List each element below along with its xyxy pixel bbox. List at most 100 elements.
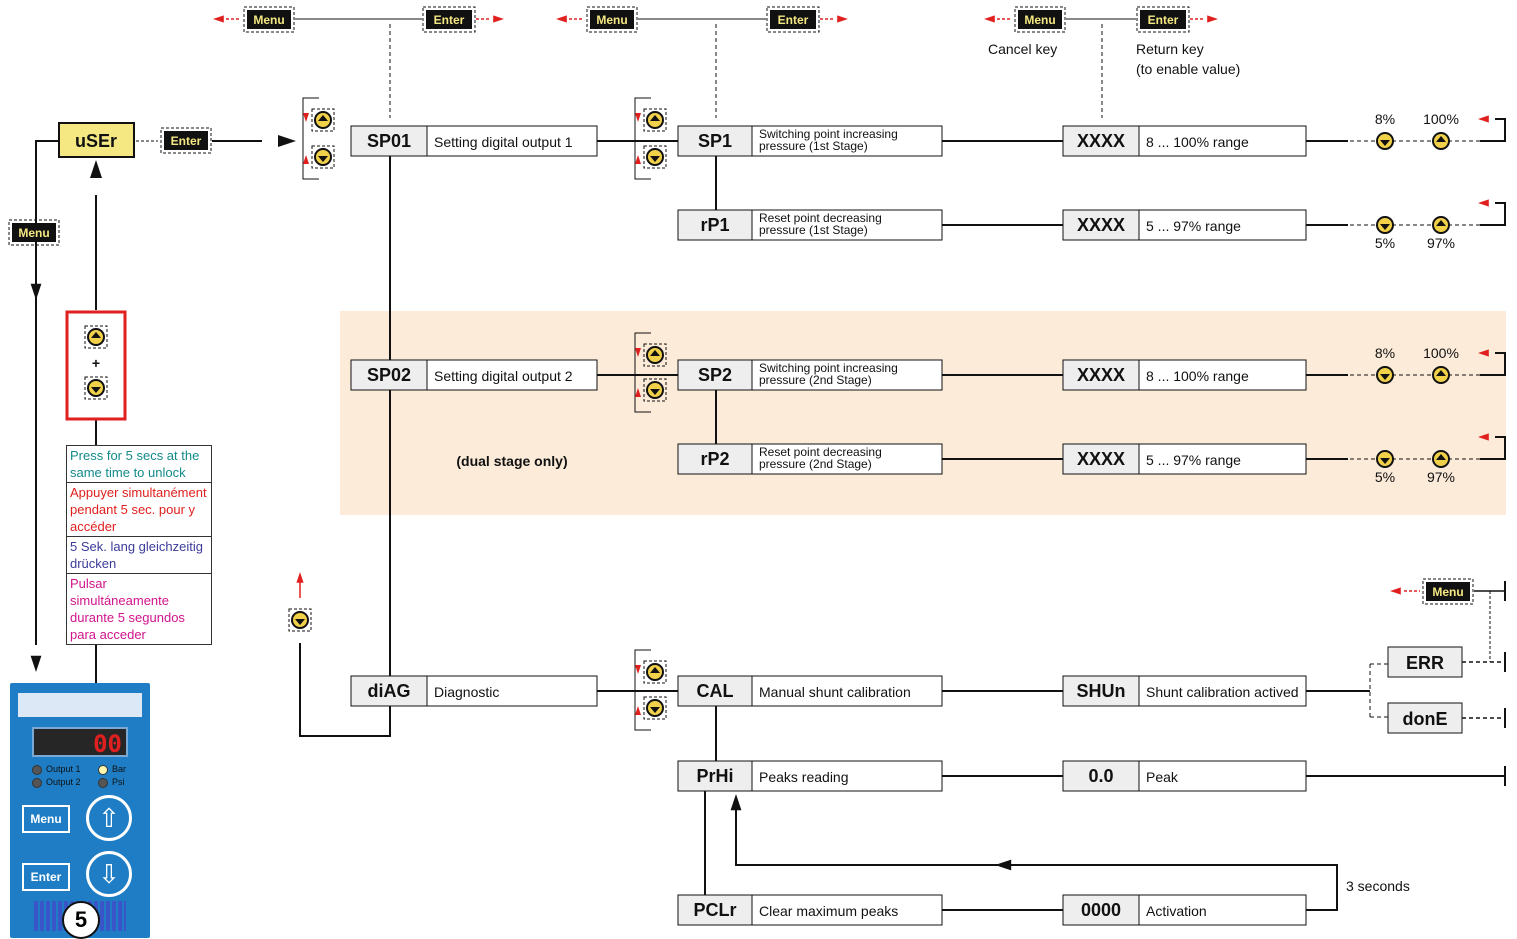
param3-nav-down-button-frame — [643, 696, 667, 720]
range-min-3: 5% — [1375, 469, 1395, 485]
range-return-3 — [1480, 436, 1506, 460]
combo-up-button-frame — [84, 325, 108, 349]
param3-nav-red-arrow-down — [635, 665, 641, 674]
output-sp02-code: SP02 — [367, 365, 411, 385]
user-enter-key-frame — [160, 127, 212, 154]
top-enter-key-1-label: Enter — [778, 13, 809, 27]
param-prhi-label: Peaks reading — [759, 769, 849, 785]
top-menu-key-2-frame — [1014, 6, 1066, 33]
panel-number: 5 — [62, 901, 100, 939]
unlock-text-fr: Appuyer simultanément pendant 5 sec. pou… — [67, 482, 211, 536]
combo-up-button-up-arrow-icon — [91, 332, 101, 338]
range-down-2-down-arrow-icon — [1380, 374, 1390, 380]
range-up-1-up-arrow-icon — [1436, 220, 1446, 226]
range-down-0-down-arrow-icon — [1380, 140, 1390, 146]
range-down-1-down-arrow-icon — [1380, 224, 1390, 230]
combo-down-button-down-arrow-icon — [91, 387, 101, 393]
combo-plus: + — [92, 355, 100, 371]
out1-nav-up-button-frame — [311, 108, 335, 132]
dual-stage-note: (dual stage only) — [456, 453, 567, 469]
done-box — [1387, 702, 1463, 734]
output-diag-code: diAG — [368, 681, 411, 701]
param-rp2-label-line1: Reset point decreasing — [759, 445, 882, 459]
panel-down-button[interactable]: ⇩ — [86, 851, 132, 897]
output1-led — [32, 765, 42, 775]
param1-nav-up-button-up-arrow-icon — [650, 115, 660, 121]
param-rp1-code: rP1 — [700, 215, 729, 235]
range-return-2 — [1480, 352, 1506, 376]
output-sp02-label: Setting digital output 2 — [434, 368, 573, 384]
bar-label: Bar — [112, 764, 127, 774]
top-enter-key-0-label: Enter — [434, 13, 465, 27]
three-sec-loop — [735, 800, 1338, 911]
value-3-code-box — [1062, 443, 1140, 475]
top-enter-arrow-2 — [1207, 15, 1218, 23]
cancel-key-legend: Cancel key — [988, 41, 1057, 57]
range-return-1 — [1480, 202, 1506, 226]
panel-menu-button[interactable]: Menu — [22, 805, 70, 833]
param-sp1-code-box — [677, 125, 753, 157]
output-diag-label: Diagnostic — [434, 684, 499, 700]
output-sp01-code: SP01 — [367, 131, 411, 151]
output2-label: Output 2 — [46, 777, 81, 787]
value-3-label: 5 ... 97% range — [1146, 452, 1241, 468]
value-5-code-box — [1062, 760, 1140, 792]
bar-led — [98, 765, 108, 775]
top-menu-key-0-label: Menu — [253, 13, 284, 27]
value-6-code-box — [1062, 894, 1140, 926]
side-menu-key-frame — [8, 219, 60, 246]
top-menu-key-0 — [247, 10, 291, 29]
range-return-arrow-0 — [1478, 115, 1489, 123]
param-prhi-label-box — [751, 760, 943, 792]
output-sp02-code-box — [350, 359, 428, 391]
top-menu-key-1-frame — [586, 6, 638, 33]
param2-nav-bracket — [634, 332, 651, 413]
segment-display: 00 — [32, 727, 128, 758]
out1-nav-red-arrow-up — [303, 155, 309, 164]
output-sp01-label: Setting digital output 1 — [434, 134, 573, 150]
output-sp01-code-box — [350, 125, 428, 157]
range-min-0: 8% — [1375, 111, 1395, 127]
panel-up-button[interactable]: ⇧ — [86, 795, 132, 841]
out1-nav-down-button-down-arrow-icon — [318, 156, 328, 162]
output-sp02-label-box — [426, 359, 598, 391]
return-key-legend-2: (to enable value) — [1136, 61, 1240, 77]
param-cal-code-box — [677, 675, 753, 707]
output2-led — [32, 778, 42, 788]
param-sp2-label-box — [751, 359, 943, 391]
panel-arrow — [30, 655, 42, 672]
user-flow-arrow — [278, 135, 296, 147]
unlock-instructions: Press for 5 secs at the same time to unl… — [66, 445, 212, 645]
dual-stage-band — [340, 311, 1506, 515]
diag-menu-key-frame — [1422, 578, 1474, 605]
value-1-label-box — [1138, 209, 1307, 241]
diag-menu-arrow — [1390, 587, 1401, 595]
psi-label: Psi — [112, 777, 125, 787]
param-sp2-label-line1: Switching point increasing — [759, 361, 898, 375]
param1-nav-down-button-down-arrow-icon — [650, 156, 660, 162]
value-5-code: 0.0 — [1088, 766, 1113, 786]
top-menu-key-2 — [1018, 10, 1062, 29]
param3-nav-bracket — [634, 649, 651, 731]
value-6-label: Activation — [1146, 903, 1207, 919]
unlock-text-es: Pulsar simultáneamente durante 5 segundo… — [67, 573, 211, 644]
top-enter-key-1-frame — [766, 6, 820, 33]
param-sp2-code: SP2 — [698, 365, 732, 385]
panel-enter-button[interactable]: Enter — [22, 863, 70, 891]
diag-return-button-frame — [288, 608, 312, 632]
top-menu-key-2-label: Menu — [1024, 13, 1055, 27]
param-rp1-label-line2: pressure (1st Stage) — [759, 223, 868, 237]
param-sp2-label-line2: pressure (2nd Stage) — [759, 373, 872, 387]
param-sp1-label-line1: Switching point increasing — [759, 127, 898, 141]
side-down-arrow — [30, 283, 42, 300]
output1-label: Output 1 — [46, 764, 81, 774]
three-sec-arrow — [730, 794, 742, 811]
unlock-text-de: 5 Sek. lang gleichzeitig drücken — [67, 536, 211, 573]
value-3-code: XXXX — [1077, 449, 1125, 469]
diag-menu-key — [1426, 582, 1470, 601]
three-sec-mid-arrow — [995, 859, 1012, 871]
err-box — [1387, 646, 1463, 678]
param3-nav-red-arrow-up — [635, 706, 641, 715]
value-2-label-box — [1138, 359, 1307, 391]
